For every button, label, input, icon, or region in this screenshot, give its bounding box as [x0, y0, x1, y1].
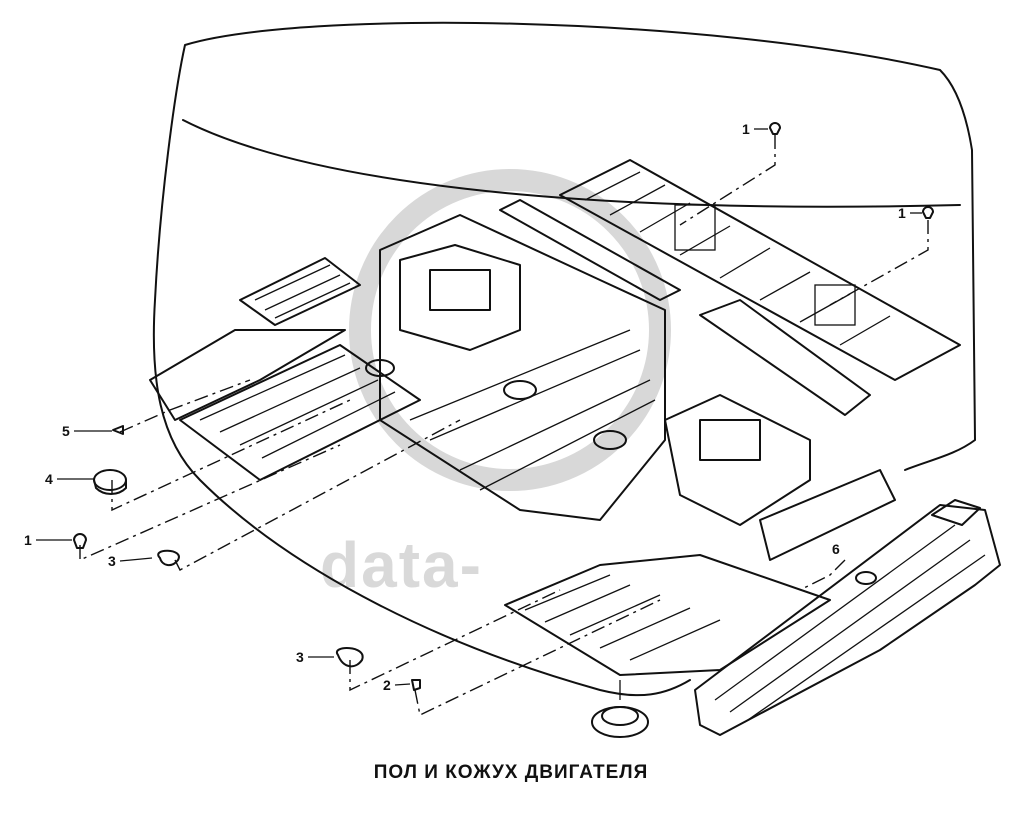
callout-label: 6: [832, 541, 840, 557]
shell-inner-edge: [182, 119, 961, 208]
diagram-caption: ПОЛ И КОЖУХ ДВИГАТЕЛЯ: [373, 762, 649, 783]
callout-label: 1: [742, 121, 750, 137]
plug-6: [855, 571, 877, 585]
cap-4: [93, 469, 127, 491]
clip-1-left: [73, 533, 87, 549]
rear-floor-panel: [499, 159, 961, 416]
callout-label: 3: [108, 553, 116, 569]
grommet-bottom: [591, 680, 649, 738]
front-floor-panel: [504, 469, 896, 676]
left-floor-panel: [149, 257, 421, 481]
clip-5: [112, 425, 124, 435]
callout-label: 1: [898, 205, 906, 221]
clip-1-top: [769, 122, 781, 135]
watermark-text: data-: [320, 529, 483, 601]
leader-lines: [79, 135, 929, 717]
callout-labels: 1 1 5 4 1 3 3 2 6: [24, 121, 922, 693]
body-shell-outline: [152, 21, 976, 697]
side-sill: [694, 499, 1001, 736]
clip-1-right: [922, 206, 934, 219]
small-parts: [73, 122, 934, 691]
callout-label: 1: [24, 532, 32, 548]
engine-housing: [365, 214, 811, 526]
callout-label: 4: [45, 471, 53, 487]
watermark-circle: [349, 169, 671, 491]
callout-label: 3: [296, 649, 304, 665]
plug-3-left: [157, 549, 180, 566]
clip-2: [411, 679, 421, 691]
plug-3-bottom: [335, 647, 364, 668]
callout-label: 5: [62, 423, 70, 439]
callout-label: 2: [383, 677, 391, 693]
